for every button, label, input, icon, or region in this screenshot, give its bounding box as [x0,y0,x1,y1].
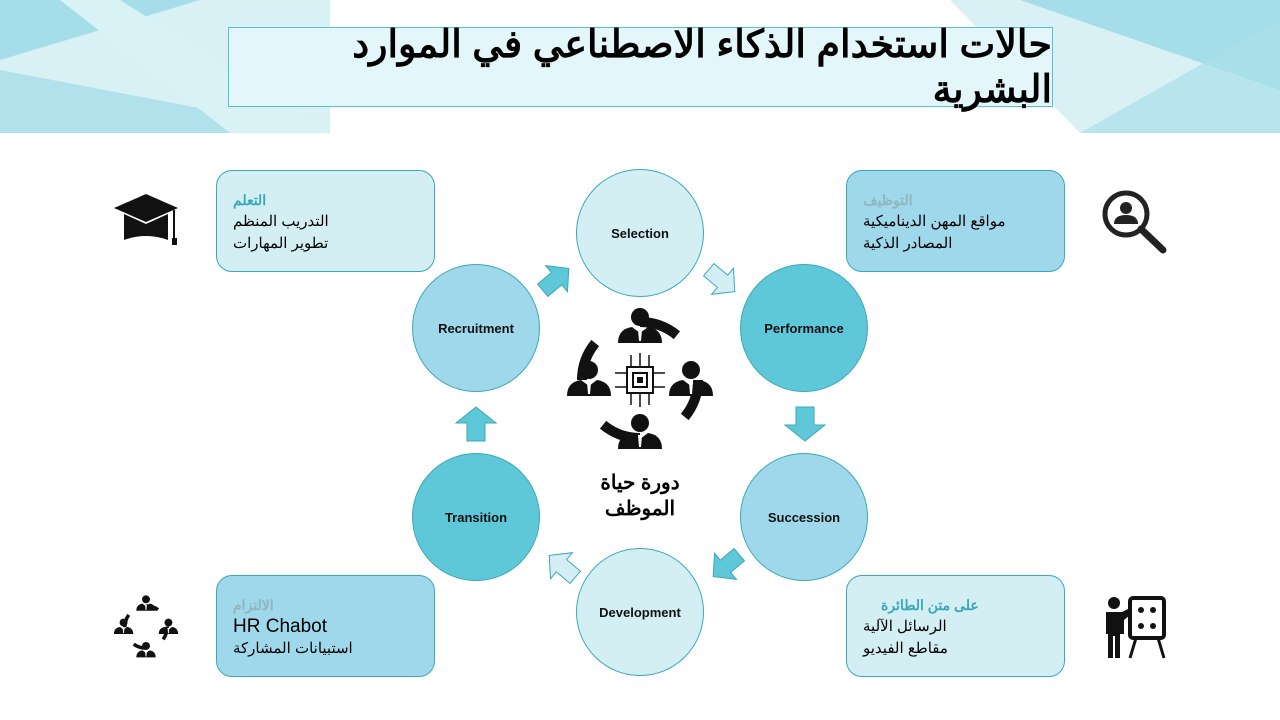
engagement-item: HR Chabot [233,616,327,637]
center-label-line1: دورة حياة [600,472,680,494]
hiring-heading: التوظيف [863,192,913,208]
stage-selection: Selection [576,169,704,297]
employee-network-icon [567,308,713,449]
learning-box: التعلم التدريب المنظم تطوير المهارات [216,170,435,272]
engagement-item: استبيانات المشاركة [233,640,353,657]
search-candidate-icon [1102,190,1167,254]
onboarding-heading: على متن الطائرة [881,597,979,613]
stage-transition: Transition [412,453,540,581]
stage-performance: Performance [740,264,868,392]
onboarding-item: مقاطع الفيديو [863,640,948,657]
hiring-item: مواقع المهن الديناميكية [863,213,1006,230]
arrow-succession-to-development [712,547,746,580]
stage-recruitment: Recruitment [412,264,540,392]
engagement-heading: الالتزام [233,597,274,613]
onboarding-box: على متن الطائرة الرسائل الآلية مقاطع الف… [846,575,1065,677]
learning-item: تطوير المهارات [233,235,329,252]
engagement-box: الالتزام HR Chabot استبيانات المشاركة [216,575,435,677]
presenter-board-icon [1106,596,1166,659]
learning-heading: التعلم [233,192,267,208]
arrow-performance-to-succession [783,406,827,442]
page-title: حالات استخدام الذكاء الاصطناعي في الموار… [228,24,1053,111]
arrow-selection-to-performance [702,262,736,295]
hiring-item: المصادر الذكية [863,235,953,252]
arrow-recruitment-to-selection [536,265,570,298]
arrow-development-to-transition [548,552,582,585]
graduation-cap-icon [114,194,178,245]
stage-development: Development [576,548,704,676]
team-network-icon [113,595,179,658]
hiring-box: التوظيف مواقع المهن الديناميكية المصادر … [846,170,1065,272]
stage-succession: Succession [740,453,868,581]
onboarding-item: الرسائل الآلية [863,618,947,635]
center-label-line2: الموظف [604,498,676,520]
learning-item: التدريب المنظم [233,213,329,230]
arrow-transition-to-recruitment [454,406,498,442]
center-label: دورة حياة الموظف [590,470,690,522]
